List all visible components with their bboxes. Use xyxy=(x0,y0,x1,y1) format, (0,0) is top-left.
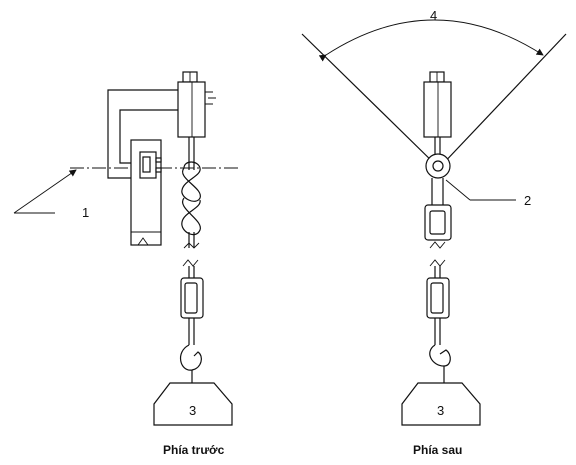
front-view xyxy=(13,71,240,426)
back-view xyxy=(301,19,567,426)
caption-back: Phía sau xyxy=(413,443,462,457)
label-3-back: 3 xyxy=(437,403,444,418)
back-link-block xyxy=(424,204,452,249)
back-lower-chain xyxy=(426,259,451,383)
front-twisted-links xyxy=(181,161,201,249)
label-3-front: 3 xyxy=(189,403,196,418)
label-2: 2 xyxy=(524,193,531,208)
front-weight xyxy=(153,382,233,426)
caption-front: Phía trước xyxy=(163,443,225,457)
back-weight xyxy=(401,382,481,426)
front-top-holder xyxy=(177,71,216,170)
angle-arc xyxy=(318,19,544,62)
pivot-ring xyxy=(425,153,451,205)
label-1-leader xyxy=(13,169,77,214)
label-4: 4 xyxy=(430,8,437,23)
label-2-leader-a xyxy=(445,179,471,201)
angle-line-left xyxy=(301,33,440,169)
angle-line-right xyxy=(438,33,567,169)
mounting-bracket xyxy=(107,89,178,246)
front-lower-chain xyxy=(180,259,204,383)
back-top-holder xyxy=(423,71,452,155)
label-1: 1 xyxy=(82,205,89,220)
